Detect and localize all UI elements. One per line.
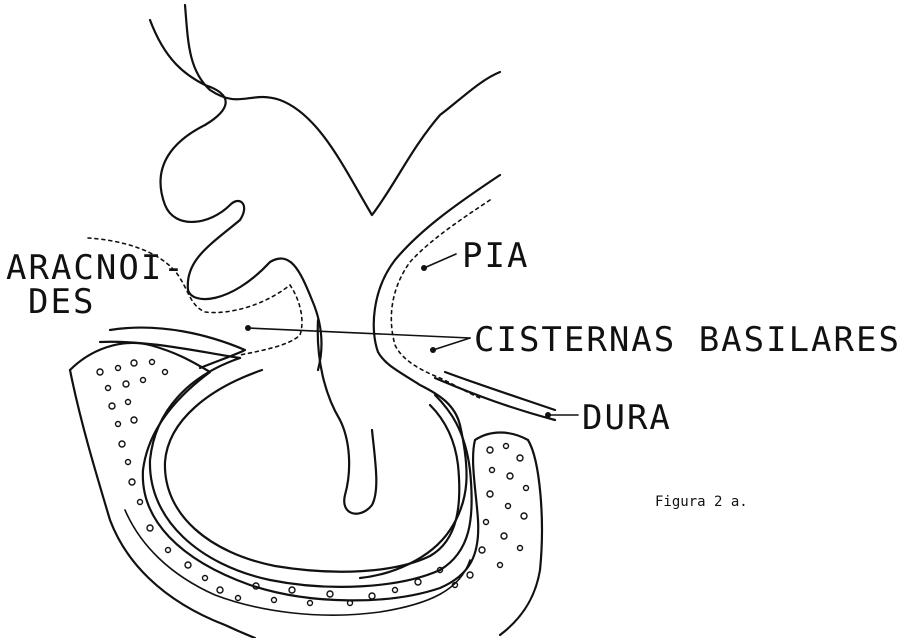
brainstem-right-outline bbox=[185, 5, 500, 215]
figure-caption: Figura 2 a. bbox=[655, 494, 748, 510]
stalk-outline bbox=[318, 320, 377, 514]
label-pia: PIA bbox=[462, 236, 529, 276]
label-dura: DURA bbox=[582, 398, 672, 438]
bone-texture bbox=[97, 360, 529, 606]
cisternas-leader-right bbox=[433, 338, 470, 350]
bone-base bbox=[70, 370, 255, 638]
cisternas-leader-left bbox=[248, 328, 470, 338]
dura-leader-dot bbox=[545, 412, 551, 418]
pia-leader bbox=[424, 254, 456, 268]
pia-membrane bbox=[391, 200, 490, 398]
dura-right-layer-2 bbox=[445, 372, 555, 410]
label-cisternas-basilares: CISTERNAS BASILARES bbox=[474, 320, 901, 360]
cisternas-leader-dot-left bbox=[245, 325, 251, 331]
brainstem-left-outline bbox=[150, 20, 321, 370]
dura-right-layer bbox=[435, 378, 555, 420]
sella-inner bbox=[165, 370, 459, 572]
pia-leader-dot bbox=[421, 265, 427, 271]
sella-outer bbox=[150, 358, 472, 587]
cisternas-leader-dot-right bbox=[430, 347, 436, 353]
label-aracnoides-line2: DES bbox=[28, 282, 95, 322]
